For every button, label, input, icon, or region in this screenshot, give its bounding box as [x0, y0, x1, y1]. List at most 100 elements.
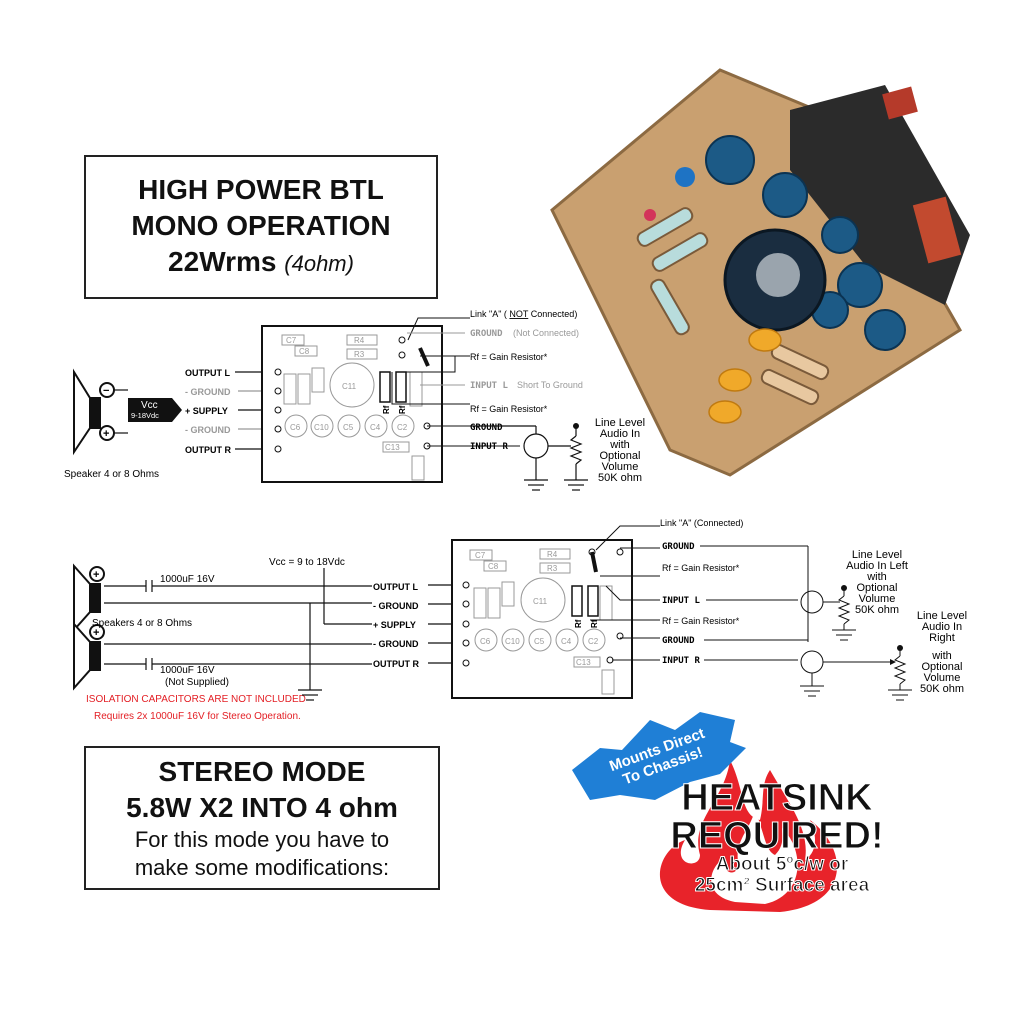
- stereo-cap-bottom-note: (Not Supplied): [165, 677, 229, 688]
- blue-capacitors: [705, 135, 906, 351]
- mono-line-level-2: Audio In: [600, 428, 640, 440]
- stereo-rf-label-2: Rf: [590, 619, 599, 628]
- stereo-note-line2: make some modifications:: [134, 855, 390, 880]
- mounts-direct-banner: [572, 712, 746, 800]
- heatsink-title-line1: HEATSINK: [681, 777, 873, 819]
- main-capacitor-top: [756, 253, 800, 297]
- mono-rf-top-label: Rf = Gain Resistor*: [470, 352, 548, 362]
- mono-vcc-range: 9-18Vdc: [131, 411, 159, 420]
- mono-power-value: 22Wrms: [168, 246, 277, 277]
- mono-line-level-3: with: [609, 439, 630, 451]
- stereo-pcb-c11: C11: [533, 597, 548, 606]
- heatsink-tab-top: [882, 86, 918, 120]
- mono-line-level-5: Volume: [602, 461, 639, 473]
- mono-mode-box: HIGH POWER BTL MONO OPERATION 22Wrms (4o…: [84, 155, 438, 299]
- mono-pcb-c2: C2: [397, 423, 408, 432]
- stereo-wiring-diagram: + + Speakers 4 or 8 Ohms 1000uF 16V 1000…: [73, 518, 967, 722]
- stereo-pin-output-l: OUTPUT L: [373, 582, 418, 592]
- stereo-note-line1: For this mode you have to: [134, 827, 390, 852]
- stereo-pcb-c6: C6: [480, 637, 491, 646]
- stereo-left-level-4: Optional: [857, 582, 898, 594]
- stereo-right-level-2: Audio In: [922, 621, 962, 633]
- stereo-left-level-1: Line Level: [852, 549, 902, 561]
- stereo-right-level-4: with: [931, 650, 952, 662]
- mono-line-level-6: 50K ohm: [598, 472, 642, 484]
- stereo-warning-line1: ISOLATION CAPACITORS ARE NOT INCLUDED: [86, 694, 306, 705]
- mono-power-rating: 22Wrms (4ohm): [168, 244, 354, 282]
- stereo-title-line1: STEREO MODE: [158, 756, 366, 787]
- vcc-tag: Vcc 9-18Vdc: [128, 398, 182, 422]
- stereo-right-level-1: Line Level: [917, 610, 967, 622]
- mono-rf-label-1: Rf: [382, 405, 391, 414]
- stereo-pcb-r3: R3: [547, 564, 558, 573]
- stereo-ground-top-label: GROUND: [662, 542, 695, 552]
- heatsink-spec-line1: About 5ºc/w or: [716, 854, 849, 875]
- stereo-right-level-3: Right: [929, 632, 955, 644]
- mono-vcc-label: Vcc: [141, 400, 158, 411]
- stereo-pcb-c8: C8: [488, 562, 499, 571]
- stereo-link-a-marker: [590, 551, 598, 573]
- heatsink-badge: Mounts Direct To Chassis! HEATSINK REQUI…: [572, 712, 884, 912]
- mono-rf-bottom-label: Rf = Gain Resistor*: [470, 404, 548, 414]
- mono-link-a-label: Link "A" (: [470, 309, 507, 319]
- stereo-pin-output-r: OUTPUT R: [373, 659, 419, 669]
- mono-pcb-c7: C7: [286, 336, 297, 345]
- svg-text:+: +: [103, 428, 109, 440]
- mono-pcb-c5: C5: [343, 423, 354, 432]
- stereo-right-level-6: Volume: [924, 672, 961, 684]
- mono-title-line2: MONO OPERATION: [131, 210, 391, 241]
- mono-input-jack-icon: [470, 425, 549, 491]
- stereo-ground-bottom-label: GROUND: [662, 636, 695, 646]
- stereo-left-level-2: Audio In Left: [846, 560, 908, 572]
- mono-pcb-r4: R4: [354, 336, 365, 345]
- stereo-pcb-c7: C7: [475, 551, 486, 560]
- stereo-pcb-c4: C4: [561, 637, 572, 646]
- small-blue-cap: [675, 167, 695, 187]
- stereo-right-level-7: 50K ohm: [920, 683, 964, 695]
- mono-power-impedance: (4ohm): [284, 251, 354, 276]
- stereo-cap-top-label: 1000uF 16V: [160, 574, 215, 585]
- mono-link-a-marker: [418, 347, 430, 367]
- stereo-left-level-5: Volume: [859, 593, 896, 605]
- stereo-vcc-label: Vcc = 9 to 18Vdc: [269, 557, 345, 568]
- mono-input-l-label: INPUT L: [470, 381, 509, 391]
- heatsink-title-line2: REQUIRED!: [670, 815, 883, 857]
- svg-text:−: −: [103, 385, 109, 397]
- stereo-cap-bottom-label: 1000uF 16V: [160, 665, 215, 676]
- stereo-left-level-3: with: [866, 571, 887, 583]
- stereo-title-line2: 5.8W X2 INTO 4 ohm: [126, 792, 398, 823]
- mono-pcb-c11: C11: [342, 382, 357, 391]
- mono-ground-top-note: (Not Connected): [513, 328, 579, 338]
- mono-link-a-not: NOT: [509, 309, 529, 319]
- mono-pin-ground-1: - GROUND: [185, 387, 231, 397]
- mono-line-level-4: Optional: [600, 450, 641, 462]
- stereo-rf-label-1: Rf: [574, 619, 583, 628]
- mono-line-level-1: Line Level: [595, 417, 645, 429]
- mono-speaker-caption: Speaker 4 or 8 Ohms: [64, 469, 159, 480]
- mono-link-a-end: Connected): [531, 309, 578, 319]
- stereo-pin-ground-2: - GROUND: [373, 639, 419, 649]
- stereo-pcb-c13: C13: [576, 658, 591, 667]
- stereo-input-l-label: INPUT L: [662, 596, 701, 606]
- mono-rf-label-2: Rf: [398, 405, 407, 414]
- stereo-pcb-c2: C2: [588, 637, 599, 646]
- stereo-speaker-top-icon: [73, 563, 105, 633]
- mono-pin-output-l: OUTPUT L: [185, 368, 230, 378]
- svg-text:+: +: [93, 569, 99, 581]
- stereo-board-outline: [451, 539, 633, 699]
- mono-ground-top-label: GROUND: [470, 329, 503, 339]
- heatsink-tab-bottom: [912, 196, 962, 264]
- yellow-capacitors: [708, 328, 782, 424]
- mono-ground-bottom-label: GROUND: [470, 423, 503, 433]
- mono-input-r-label: INPUT R: [470, 442, 509, 452]
- mono-pin-ground-2: - GROUND: [185, 425, 231, 435]
- mono-pcb-c6: C6: [290, 423, 301, 432]
- mono-pcb-c13: C13: [385, 443, 400, 452]
- stereo-speaker-bottom-icon: [73, 621, 105, 691]
- stereo-pin-ground-1: - GROUND: [373, 601, 419, 611]
- stereo-rf-top-label: Rf = Gain Resistor*: [662, 563, 740, 573]
- mono-pcb-c8: C8: [299, 347, 310, 356]
- mono-input-l-note: Short To Ground: [517, 380, 583, 390]
- small-red-cap: [644, 209, 656, 221]
- stereo-left-level-6: 50K ohm: [855, 604, 899, 616]
